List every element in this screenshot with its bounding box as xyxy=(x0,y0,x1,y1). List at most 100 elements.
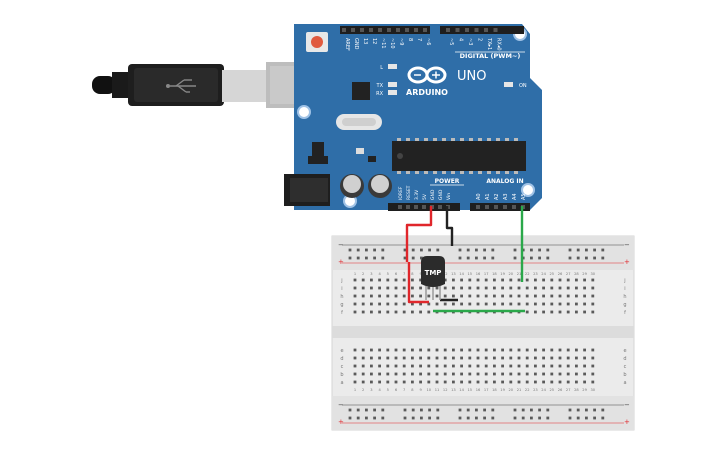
terminal-hole[interactable] xyxy=(566,348,570,352)
terminal-hole[interactable] xyxy=(525,294,529,298)
rail-hole[interactable] xyxy=(513,248,517,252)
terminal-hole[interactable] xyxy=(353,380,357,384)
terminal-hole[interactable] xyxy=(361,302,365,306)
rail-hole[interactable] xyxy=(513,256,517,260)
terminal-hole[interactable] xyxy=(501,348,504,352)
rail-hole[interactable] xyxy=(411,248,415,252)
rail-hole[interactable] xyxy=(483,408,486,412)
terminal-hole[interactable] xyxy=(583,302,586,306)
rail-hole[interactable] xyxy=(436,248,440,252)
rail-hole[interactable] xyxy=(458,248,462,252)
terminal-hole[interactable] xyxy=(550,364,554,368)
terminal-hole[interactable] xyxy=(353,364,357,368)
terminal-hole[interactable] xyxy=(443,356,447,360)
terminal-hole[interactable] xyxy=(435,372,439,376)
terminal-hole[interactable] xyxy=(468,278,472,282)
terminal-hole[interactable] xyxy=(353,302,357,306)
terminal-hole[interactable] xyxy=(452,372,455,376)
terminal-hole[interactable] xyxy=(411,348,414,352)
terminal-hole[interactable] xyxy=(443,278,447,282)
digital-pin-9[interactable] xyxy=(423,28,427,32)
terminal-hole[interactable] xyxy=(525,310,529,314)
rail-hole[interactable] xyxy=(365,256,368,260)
rail-hole[interactable] xyxy=(576,256,580,260)
rail-hole[interactable] xyxy=(356,408,360,412)
terminal-hole[interactable] xyxy=(476,380,480,384)
rail-hole[interactable] xyxy=(356,248,360,252)
terminal-hole[interactable] xyxy=(509,286,513,290)
terminal-hole[interactable] xyxy=(411,372,414,376)
rail-hole[interactable] xyxy=(348,248,352,252)
terminal-hole[interactable] xyxy=(361,294,365,298)
terminal-hole[interactable] xyxy=(542,356,545,360)
terminal-hole[interactable] xyxy=(534,372,537,376)
terminal-hole[interactable] xyxy=(460,278,463,282)
rail-hole[interactable] xyxy=(491,408,495,412)
terminal-hole[interactable] xyxy=(476,356,480,360)
terminal-hole[interactable] xyxy=(484,286,488,290)
terminal-hole[interactable] xyxy=(575,348,578,352)
terminal-hole[interactable] xyxy=(402,310,406,314)
wires[interactable] xyxy=(405,206,525,313)
terminal-hole[interactable] xyxy=(419,380,422,384)
terminal-hole[interactable] xyxy=(468,302,472,306)
terminal-hole[interactable] xyxy=(435,348,439,352)
terminal-hole[interactable] xyxy=(386,348,390,352)
terminal-hole[interactable] xyxy=(452,294,455,298)
rail-hole[interactable] xyxy=(530,416,533,420)
terminal-hole[interactable] xyxy=(419,294,422,298)
digital-pin-11[interactable] xyxy=(455,28,460,32)
terminal-hole[interactable] xyxy=(386,302,390,306)
terminal-hole[interactable] xyxy=(509,302,513,306)
terminal-hole[interactable] xyxy=(402,372,406,376)
terminal-hole[interactable] xyxy=(534,310,537,314)
terminal-hole[interactable] xyxy=(378,356,381,360)
terminal-hole[interactable] xyxy=(370,348,373,352)
terminal-hole[interactable] xyxy=(550,356,554,360)
rail-hole[interactable] xyxy=(513,408,517,412)
digital-pin-14[interactable] xyxy=(484,28,488,32)
wire-5v[interactable] xyxy=(405,206,433,262)
terminal-hole[interactable] xyxy=(484,278,488,282)
terminal-hole[interactable] xyxy=(378,380,381,384)
rail-hole[interactable] xyxy=(521,416,525,420)
rail-hole[interactable] xyxy=(601,416,605,420)
breadboard[interactable]: − + − + − + − + 112233445566778899101011… xyxy=(331,235,635,431)
terminal-hole[interactable] xyxy=(558,372,562,376)
rail-hole[interactable] xyxy=(436,408,440,412)
terminal-hole[interactable] xyxy=(476,278,480,282)
terminal-hole[interactable] xyxy=(534,278,537,282)
terminal-hole[interactable] xyxy=(394,294,398,298)
terminal-hole[interactable] xyxy=(361,364,365,368)
rail-hole[interactable] xyxy=(428,408,431,412)
rail-hole[interactable] xyxy=(585,416,588,420)
rail-hole[interactable] xyxy=(585,256,588,260)
rail-hole[interactable] xyxy=(585,408,588,412)
terminal-hole[interactable] xyxy=(575,286,578,290)
terminal-hole[interactable] xyxy=(443,364,447,368)
rail-hole[interactable] xyxy=(568,256,572,260)
rail-hole[interactable] xyxy=(411,256,415,260)
rail-hole[interactable] xyxy=(568,248,572,252)
terminal-hole[interactable] xyxy=(501,294,504,298)
rail-hole[interactable] xyxy=(381,416,385,420)
rail-hole[interactable] xyxy=(593,416,596,420)
terminal-hole[interactable] xyxy=(353,278,357,282)
rail-hole[interactable] xyxy=(601,248,605,252)
terminal-hole[interactable] xyxy=(402,356,406,360)
rail-hole[interactable] xyxy=(411,408,415,412)
rail-hole[interactable] xyxy=(601,408,605,412)
terminal-hole[interactable] xyxy=(509,380,513,384)
terminal-hole[interactable] xyxy=(534,302,537,306)
terminal-hole[interactable] xyxy=(591,302,595,306)
terminal-hole[interactable] xyxy=(370,364,373,368)
terminal-hole[interactable] xyxy=(509,372,513,376)
terminal-hole[interactable] xyxy=(476,348,480,352)
terminal-hole[interactable] xyxy=(452,278,455,282)
terminal-hole[interactable] xyxy=(361,380,365,384)
terminal-hole[interactable] xyxy=(591,356,595,360)
terminal-hole[interactable] xyxy=(566,310,570,314)
terminal-hole[interactable] xyxy=(468,356,472,360)
terminal-hole[interactable] xyxy=(386,364,390,368)
